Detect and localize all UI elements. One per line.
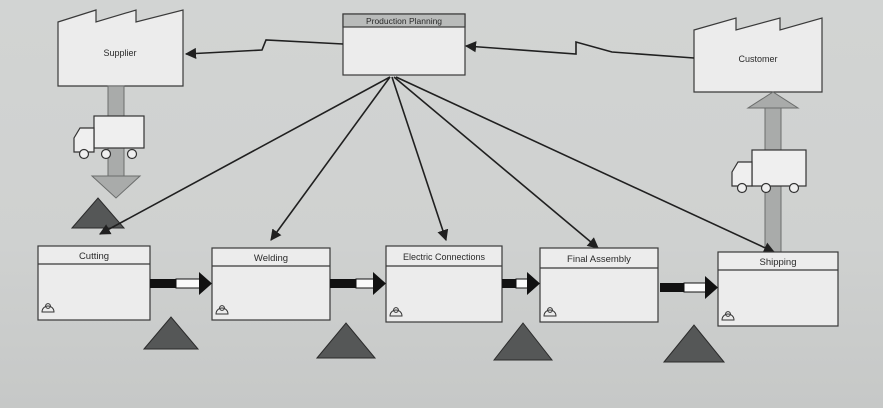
schedule-lines [99, 76, 776, 253]
process-final-assembly[interactable]: Final Assembly [539, 247, 659, 323]
customer-label: Customer [738, 54, 777, 64]
operator-icon [41, 305, 55, 313]
process-welding[interactable]: Welding [211, 247, 331, 321]
inventory-triangle [492, 322, 554, 361]
customer-truck-icon [731, 149, 807, 194]
supplier-factory[interactable]: Supplier [57, 9, 184, 87]
inventory-triangle [142, 316, 200, 350]
info-line-to-supplier [184, 39, 344, 60]
supplier-inventory-triangle [70, 197, 126, 229]
push-arrow-assembly-shipping [660, 276, 718, 299]
process-electric-connections[interactable]: Electric Connections [385, 245, 503, 323]
push-arrow-welding-electric [330, 272, 386, 295]
push-arrow-cutting-welding [150, 272, 212, 295]
production-planning-box[interactable]: Production Planning [342, 13, 466, 76]
info-line-from-customer [464, 40, 695, 59]
process-label: Shipping [760, 257, 797, 268]
supplier-truck-icon [73, 115, 145, 160]
inventory-triangle [315, 322, 377, 359]
process-label: Final Assembly [567, 254, 631, 265]
process-label: Cutting [79, 251, 109, 262]
customer-factory[interactable]: Customer [693, 17, 823, 93]
operator-icon [215, 307, 229, 315]
operator-icon [389, 309, 403, 317]
operator-icon [721, 313, 735, 321]
process-cutting[interactable]: Cutting [37, 245, 151, 321]
push-arrow-electric-assembly [502, 272, 540, 295]
process-label: Welding [254, 253, 288, 264]
operator-icon [543, 309, 557, 317]
process-shipping[interactable]: Shipping [717, 251, 839, 327]
inventory-triangle [662, 324, 726, 363]
process-label: Electric Connections [403, 252, 486, 262]
production-planning-label: Production Planning [366, 16, 442, 26]
supplier-label: Supplier [103, 48, 136, 58]
